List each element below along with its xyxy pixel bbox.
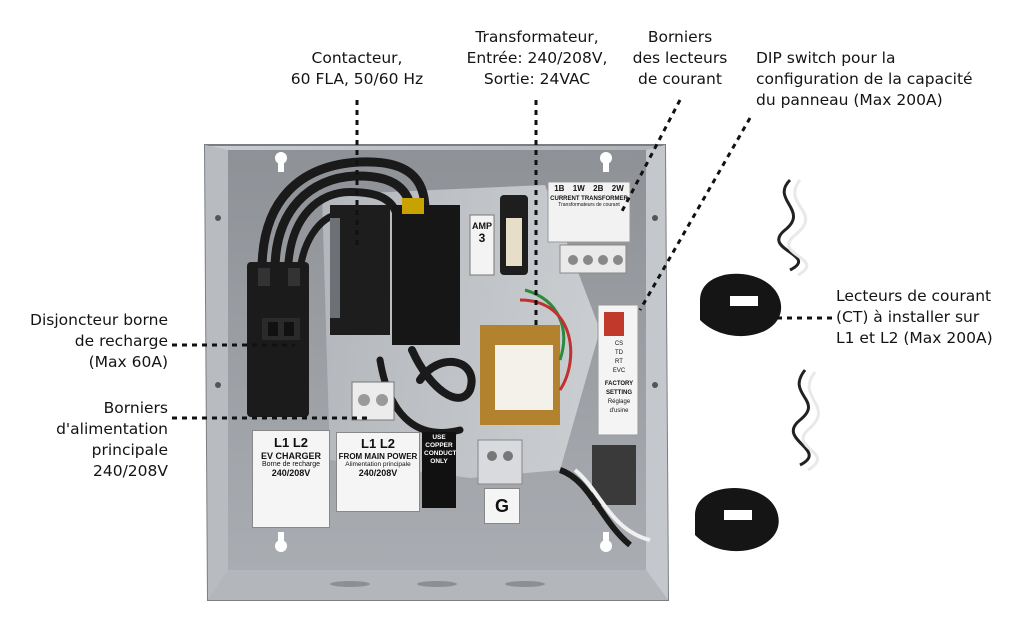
breaker-line-1: Disjoncteur borne: [30, 311, 168, 329]
transformer-line-2: Entrée: 240/208V,: [466, 49, 608, 67]
dip-sub: Réglage d'usine: [607, 399, 631, 414]
ct-terminal-2b: 2B: [593, 184, 604, 193]
dip-switch-board: [558, 304, 651, 548]
ct-sensors-label: Lecteurs de courant (CT) à installer sur…: [836, 286, 1021, 349]
breaker-label: Disjoncteur borne de recharge (Max 60A): [10, 310, 168, 373]
main-power-sticker: L1 L2 FROM MAIN POWER Alimentation princ…: [336, 432, 420, 512]
ct-terminals-line-1: Borniers: [647, 28, 713, 46]
ev-voltage: 240/208V: [271, 468, 311, 478]
ground-label: G: [484, 488, 520, 524]
main-terminals-line-3: principale: [91, 441, 168, 459]
main-title: FROM MAIN POWER: [338, 452, 418, 461]
dip-label: CS TD RT EVC FACTORY SETTING Réglage d'u…: [602, 340, 636, 430]
transformer-line-3: Sortie: 24VAC: [483, 70, 591, 88]
ct-terminals-line-3: de courant: [638, 70, 722, 88]
dip-title: FACTORY SETTING: [604, 381, 634, 396]
ground-bar: [477, 439, 523, 485]
main-terminal-block: [351, 381, 395, 421]
ev-charger-sticker: L1 L2 EV CHARGER Borne de recharge 240/2…: [252, 430, 330, 528]
copper-text: USE COPPER CONDUCTORS ONLY: [424, 434, 456, 465]
ev-l2: L2: [292, 435, 308, 450]
leader-lines: [172, 99, 832, 420]
ct-sensor-top: [700, 178, 809, 337]
ct-terminal-1w: 1W: [572, 184, 585, 193]
transformer-line-1: Transformateur,: [475, 28, 599, 46]
ct-block-label: 1B 1W 2B 2W CURRENT TRANSFORMER Transfor…: [550, 184, 628, 234]
dip-code-cs: CS: [614, 341, 624, 347]
ct-sensors-line-3: L1 et L2 (Max 200A): [836, 329, 993, 347]
ev-title: EV CHARGER: [260, 451, 321, 461]
ct-terminal-2w: 2W: [611, 184, 624, 193]
dip-switch-label: DIP switch pour la configuration de la c…: [756, 48, 1016, 111]
fuse-holder: [469, 195, 528, 276]
amp-value: 3: [478, 231, 486, 245]
amp-sticker: AMP 3: [470, 220, 494, 274]
breaker: [247, 262, 309, 417]
contactor-line-2: 60 FLA, 50/60 Hz: [290, 70, 424, 88]
dip-code-td: TD: [615, 350, 623, 356]
main-terminals-line-1: Borniers: [103, 399, 168, 417]
ct-terminals-label: Borniers des lecteurs de courant: [625, 27, 735, 90]
breaker-line-3: (Max 60A): [88, 353, 168, 371]
ct-block-sub: Transformateurs de courant: [558, 202, 620, 208]
main-terminals-label: Borniers d'alimentation principale 240/2…: [10, 398, 168, 482]
main-l2: L2: [379, 436, 395, 451]
ct-block-title: CURRENT TRANSFORMER: [550, 196, 628, 202]
ground-text: G: [494, 496, 509, 516]
main-sub: Alimentation principale: [345, 461, 411, 468]
main-terminals-line-4: 240/208V: [93, 462, 168, 480]
contactor-line-1: Contacteur,: [311, 49, 403, 67]
amp-text: AMP: [472, 221, 492, 231]
dip-code-rt: RT: [615, 359, 623, 365]
dip-code-evc: EVC: [612, 368, 626, 374]
breaker-line-2: de recharge: [74, 332, 168, 350]
contactor-label: Contacteur, 60 FLA, 50/60 Hz: [282, 48, 432, 90]
ct-sensor-bottom: [695, 369, 820, 552]
main-terminals-line-2: d'alimentation: [56, 420, 168, 438]
contactor: [330, 198, 460, 345]
main-l1: L1: [361, 436, 377, 451]
ev-l1: L1: [274, 435, 290, 450]
ct-terminals-line-2: des lecteurs: [632, 49, 728, 67]
mount-hole-icon: [275, 152, 612, 552]
copper-warning-sticker: USE COPPER CONDUCTORS ONLY: [422, 432, 456, 508]
ct-sensors-line-2: (CT) à installer sur: [836, 308, 980, 326]
ct-terminal-1b: 1B: [554, 184, 565, 193]
transformer-label: Transformateur, Entrée: 240/208V, Sortie…: [462, 27, 612, 90]
ct-sensors-line-1: Lecteurs de courant: [836, 287, 992, 305]
dip-switch-line-2: configuration de la capacité: [756, 70, 973, 88]
ev-sub: Borne de recharge: [262, 461, 320, 468]
dip-switch-line-3: du panneau (Max 200A): [756, 91, 943, 109]
main-voltage: 240/208V: [358, 468, 398, 478]
ct-terminal-block: [547, 181, 631, 274]
dip-switch-line-1: DIP switch pour la: [756, 49, 896, 67]
